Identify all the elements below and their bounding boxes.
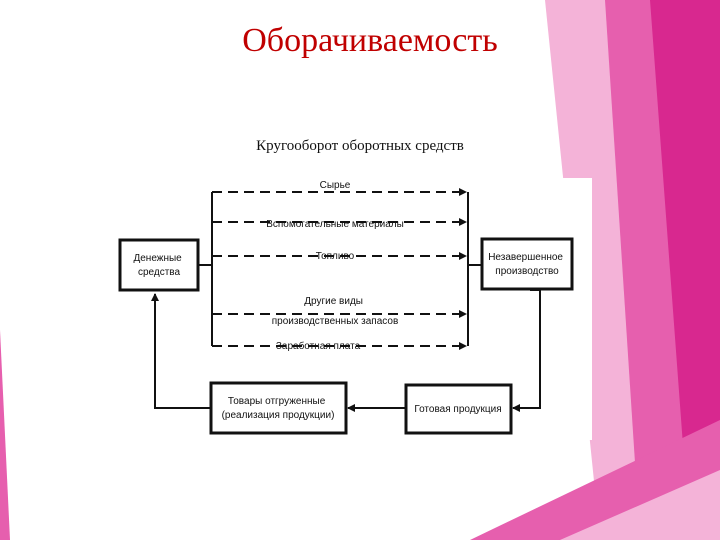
flow-aux-line-1: Вспомогательные материалы	[266, 219, 404, 230]
node-wip-line-2: производство	[495, 266, 559, 277]
flow-raw-line-1: Сырье	[320, 180, 351, 191]
node-finished-line-1: Готовая продукция	[414, 404, 501, 415]
node-wip-box	[480, 237, 574, 291]
flow-label-fuel: Топливо	[316, 251, 355, 262]
node-cash-line-1: Денежные	[133, 253, 182, 264]
flow-label-raw: Сырье	[320, 180, 351, 191]
flow-label-other: Другие виды производственных запасов	[272, 296, 399, 327]
node-goods-shipped-box	[209, 381, 348, 435]
node-goods-shipped-label: Товары отгруженные (реализация продукции…	[222, 396, 335, 421]
flow-label-wages: Заработная плата	[276, 340, 361, 352]
arrow-goods-to-cash	[151, 293, 211, 409]
node-wip-label: Незавершенное производство	[488, 252, 566, 277]
node-cash-box	[118, 238, 200, 292]
flow-other-line-1: Другие виды	[304, 296, 363, 307]
deco-bottom-light	[560, 470, 720, 540]
slide-title: Оборачиваемость	[242, 22, 498, 59]
node-wip-line-1: Незавершенное	[488, 252, 563, 263]
node-finished-box	[404, 383, 513, 435]
flow-fuel-line-1: Топливо	[316, 251, 355, 262]
flow-wages-line-1: Заработная плата	[276, 340, 361, 352]
node-goods-shipped-line-2: (реализация продукции)	[222, 410, 335, 421]
slide-subtitle: Кругооборот оборотных средств	[256, 138, 464, 154]
node-cash-line-2: средства	[138, 267, 181, 278]
arrow-wip-to-finished	[512, 289, 541, 412]
node-finished-label: Готовая продукция	[414, 404, 501, 415]
deco-left-sliver	[0, 330, 10, 540]
flow-label-aux: Вспомогательные материалы	[266, 219, 404, 230]
deco-dark-band	[650, 0, 720, 540]
flow-other-line-2: производственных запасов	[272, 316, 399, 327]
node-goods-shipped-line-1: Товары отгруженные	[228, 396, 326, 407]
node-cash-label: Денежные средства	[133, 253, 184, 278]
